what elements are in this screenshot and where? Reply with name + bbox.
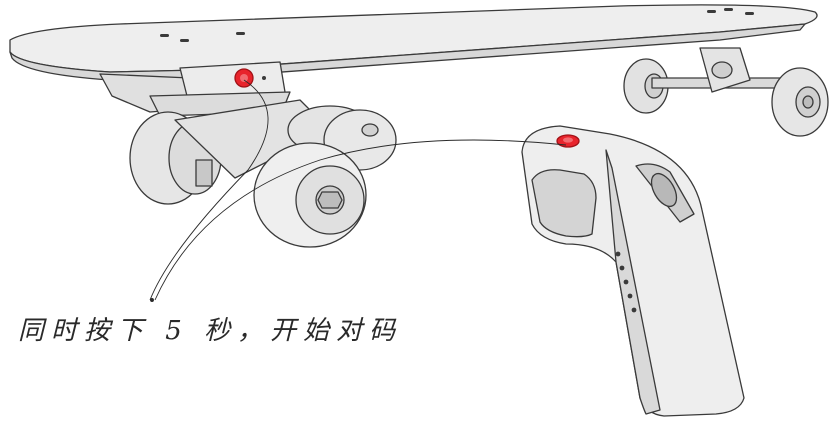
- rear-truck: [623, 47, 829, 137]
- front-truck: [99, 61, 397, 248]
- skateboard-illustration: [9, 4, 829, 248]
- leader-lines: [149, 79, 567, 302]
- remote-controller-illustration: [521, 125, 745, 417]
- pairing-caption: 同时按下 5 秒，开始对码: [18, 316, 403, 346]
